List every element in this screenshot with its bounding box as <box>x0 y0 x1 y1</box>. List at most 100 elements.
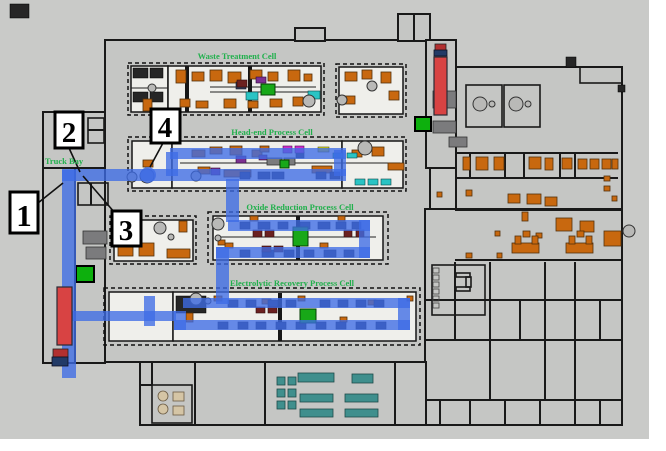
teal-furniture <box>276 376 286 386</box>
rooms-outline <box>579 66 623 84</box>
orange-equipment <box>522 230 531 238</box>
orange-equipment <box>611 195 618 202</box>
equipment-tanks <box>472 96 488 112</box>
cyan-equipment <box>245 91 259 101</box>
beige-basins <box>157 390 169 415</box>
label-oxide-reduction-process-cell: Oxide Reduction Process Cell <box>246 202 354 212</box>
beige-fixtures <box>172 405 185 416</box>
equipment-tanks <box>147 83 157 93</box>
hatched-units <box>565 56 577 68</box>
vehicle-blue <box>51 356 69 367</box>
callout-2: 2 <box>53 110 85 150</box>
label-electrolytic-recovery-process-cell: Electrolytic Recovery Process Cell <box>230 278 355 288</box>
equipment-tanks <box>214 234 222 242</box>
transfer-route <box>62 169 346 181</box>
cyan-equipment <box>367 178 379 186</box>
heavy-bars <box>248 66 252 112</box>
callout-1-box <box>8 190 40 235</box>
beige-basins <box>157 390 169 402</box>
callout-leader-lines <box>149 142 164 168</box>
orange-equipment <box>576 230 585 238</box>
crane <box>433 56 448 116</box>
green-units <box>260 83 276 96</box>
hatched-units <box>149 67 164 79</box>
orange-equipment <box>344 71 358 82</box>
orange-equipment <box>267 71 279 82</box>
orange-equipment <box>388 90 400 101</box>
transfer-route <box>216 247 229 304</box>
equipment-tanks <box>336 94 348 106</box>
orange-equipment <box>227 71 242 84</box>
orange-equipment <box>269 98 283 108</box>
crane <box>56 286 73 346</box>
orange-equipment <box>585 235 593 245</box>
orange-equipment <box>117 69 622 323</box>
area-labels: Truck Bay Waste Treatment Cell Head-end … <box>45 51 355 288</box>
transfer-route-node <box>140 167 156 183</box>
wing-walls <box>294 27 326 42</box>
maroon-equipment <box>343 229 353 238</box>
rooms-outline <box>465 276 472 288</box>
orange-equipment <box>603 175 611 182</box>
orange-equipment <box>611 158 619 170</box>
transfer-route <box>228 220 370 231</box>
maroon-equipment <box>252 229 263 238</box>
equipment-tanks <box>153 221 167 235</box>
stairs <box>432 267 440 309</box>
orange-equipment <box>247 100 259 109</box>
orange-equipment <box>195 100 209 109</box>
orange-equipment <box>465 252 473 259</box>
teal-furniture <box>287 376 297 386</box>
equipment-tanks <box>366 80 378 92</box>
orange-equipment <box>475 156 489 171</box>
teal-furniture <box>276 372 379 418</box>
transfer-route <box>62 170 76 378</box>
callout-leader-lines <box>68 147 81 173</box>
transfer-route <box>174 320 410 330</box>
rooms-outline <box>465 84 503 128</box>
transfer-route <box>144 296 155 326</box>
callout-leader-lines <box>37 142 164 214</box>
orange-equipment <box>521 211 529 222</box>
orange-equipment <box>178 220 188 233</box>
maroon-equipment <box>264 229 275 238</box>
stairs <box>432 288 440 295</box>
orange-equipment <box>535 232 543 239</box>
orange-equipment <box>528 156 542 170</box>
transfer-route <box>334 150 346 176</box>
inner-walls <box>43 14 622 425</box>
orange-equipment <box>166 248 191 259</box>
crane <box>56 56 448 346</box>
cyan-equipment <box>380 178 392 186</box>
orange-equipment <box>603 230 622 247</box>
orange-equipment <box>511 242 540 254</box>
equipment-tanks <box>524 100 532 108</box>
orange-equipment <box>514 235 522 245</box>
hatched-units <box>149 91 164 103</box>
teal-furniture <box>276 388 286 398</box>
transfer-route <box>183 298 410 308</box>
orange-equipment <box>568 235 576 245</box>
teal-furniture <box>287 400 297 410</box>
teal-furniture <box>299 408 334 418</box>
purple-equipment <box>255 76 267 84</box>
wing-walls <box>455 66 623 210</box>
transfer-route <box>359 220 370 258</box>
orange-equipment <box>603 185 611 192</box>
hatched-units <box>617 84 626 93</box>
orange-equipment <box>361 69 373 80</box>
label-truck-bay: Truck Bay <box>45 156 84 166</box>
beige-fixtures <box>172 391 185 402</box>
label-head-end-process-cell: Head-end Process Cell <box>231 127 313 137</box>
orange-equipment <box>287 69 301 82</box>
equipment-tanks <box>622 224 636 238</box>
transfer-route <box>170 148 346 159</box>
orange-equipment <box>380 71 392 84</box>
orange-equipment <box>496 252 503 259</box>
rooms-outline <box>503 84 541 128</box>
equipment-tanks <box>211 217 225 231</box>
orange-equipment <box>544 157 554 171</box>
heavy-bars <box>278 293 282 341</box>
